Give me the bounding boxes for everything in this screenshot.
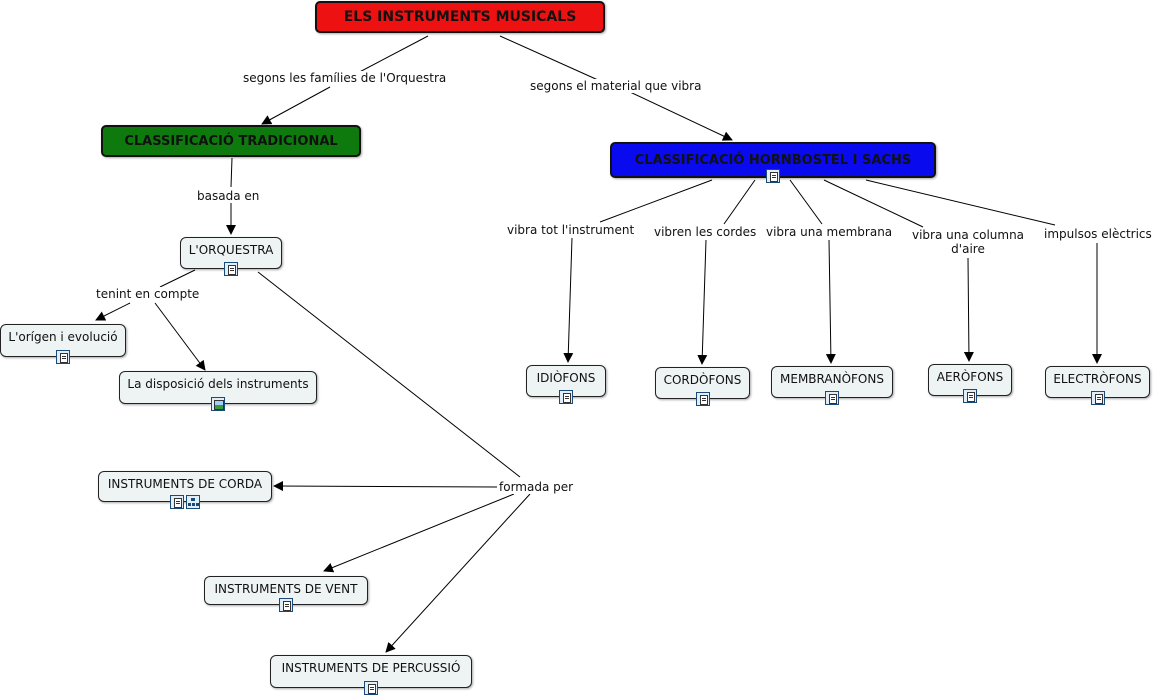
image-icon[interactable]	[211, 397, 225, 411]
link-families: segons les famílies de l'Orquestra	[243, 71, 447, 85]
line-root-material	[499, 35, 599, 81]
link-strings: vibren les cordes	[654, 225, 757, 239]
document-icon[interactable]	[825, 391, 839, 405]
concept-idiofons[interactable]: IDIÒFONS	[526, 365, 606, 404]
document-icon[interactable]	[963, 389, 977, 403]
concept-orchestra-label: L'ORQUESTRA	[188, 243, 274, 257]
concept-electrofons[interactable]: ELECTRÒFONS	[1045, 366, 1150, 405]
document-icon[interactable]	[559, 390, 573, 404]
link-material: segons el material que vibra	[530, 79, 702, 93]
line-hornbostel-electric	[865, 179, 1056, 226]
concept-aerofons-label: AERÒFONS	[936, 370, 1004, 384]
document-icon[interactable]	[364, 681, 378, 695]
concept-orchestra[interactable]: L'ORQUESTRA	[180, 237, 282, 276]
document-icon[interactable]	[56, 350, 70, 364]
link-air: vibra una columna d'aire	[909, 228, 1027, 256]
line-families-traditional	[261, 86, 331, 125]
concept-cordofons-label: CORDÒFONS	[663, 373, 742, 387]
concept-hornbostel[interactable]: CLASSIFICACIÓ HORNBOSTEL I SACHS	[610, 142, 936, 183]
link-based: basada en	[197, 189, 260, 203]
line-hornbostel-air	[823, 179, 924, 228]
line-orchestra-taking	[159, 269, 196, 288]
concept-origin-label: L'orígen i evolució	[8, 330, 118, 344]
concept-root-label: ELS INSTRUMENTS MUSICALS	[343, 9, 577, 25]
link-electric: impulsos elèctrics	[1044, 227, 1152, 241]
concept-electrofons-label: ELECTRÒFONS	[1053, 372, 1142, 386]
concept-hornbostel-label: CLASSIFICACIÓ HORNBOSTEL I SACHS	[634, 152, 912, 168]
line-hornbostel-whole	[599, 179, 713, 223]
concept-idiofons-label: IDIÒFONS	[536, 371, 596, 385]
concept-layout[interactable]: La disposició dels instruments	[119, 371, 317, 411]
link-formed: formada per	[499, 480, 574, 494]
line-orchestra-formed	[257, 271, 521, 478]
concept-percussion[interactable]: INSTRUMENTS DE PERCUSSIÓ	[270, 655, 472, 695]
concept-map-icon[interactable]	[186, 495, 200, 509]
line-formed-strings	[273, 481, 498, 492]
concept-percussion-label: INSTRUMENTS DE PERCUSSIÓ	[281, 661, 461, 675]
line-taking-layout	[154, 302, 206, 371]
concept-root[interactable]: ELS INSTRUMENTS MUSICALS	[315, 1, 605, 33]
concept-wind-label: INSTRUMENTS DE VENT	[214, 582, 358, 596]
link-whole: vibra tot l'instrument	[507, 223, 635, 237]
line-formed-wind	[323, 493, 515, 573]
document-icon[interactable]	[766, 169, 780, 183]
document-icon[interactable]	[695, 392, 710, 406]
document-icon[interactable]	[170, 495, 184, 509]
line-traditional-based	[230, 157, 233, 188]
document-icon[interactable]	[1090, 391, 1105, 405]
concept-membranofons[interactable]: MEMBRANÒFONS	[771, 366, 893, 405]
link-taking: tenint en compte	[96, 287, 200, 301]
line-formed-percussion	[385, 493, 531, 653]
document-icon[interactable]	[279, 598, 293, 612]
link-membrane: vibra una membrana	[766, 225, 893, 239]
concept-traditional-label: CLASSIFICACIÓ TRADICIONAL	[124, 133, 338, 149]
concept-wind[interactable]: INSTRUMENTS DE VENT	[204, 576, 368, 612]
concept-layout-label: La disposició dels instruments	[127, 377, 309, 391]
line-whole-idiofons	[563, 237, 574, 363]
concept-aerofons[interactable]: AERÒFONS	[928, 364, 1012, 403]
concept-origin[interactable]: L'orígen i evolució	[0, 324, 126, 364]
concept-membranofons-label: MEMBRANÒFONS	[780, 372, 884, 386]
line-root-families	[349, 35, 429, 78]
line-hornbostel-membrane	[789, 179, 823, 225]
concept-strings-label: INSTRUMENTS DE CORDA	[107, 477, 263, 491]
document-icon[interactable]	[224, 262, 238, 276]
concept-cordofons[interactable]: CORDÒFONS	[655, 367, 750, 406]
line-taking-origin	[95, 302, 131, 321]
line-membrane-membranofons	[825, 239, 836, 364]
line-material-hornbostel	[629, 91, 733, 141]
line-air-aerofons	[963, 257, 974, 362]
line-hornbostel-strings	[723, 179, 756, 225]
line-strings-cordofons	[697, 239, 708, 365]
concept-traditional[interactable]: CLASSIFICACIÓ TRADICIONAL	[101, 125, 361, 157]
concept-strings[interactable]: INSTRUMENTS DE CORDA	[98, 471, 272, 509]
